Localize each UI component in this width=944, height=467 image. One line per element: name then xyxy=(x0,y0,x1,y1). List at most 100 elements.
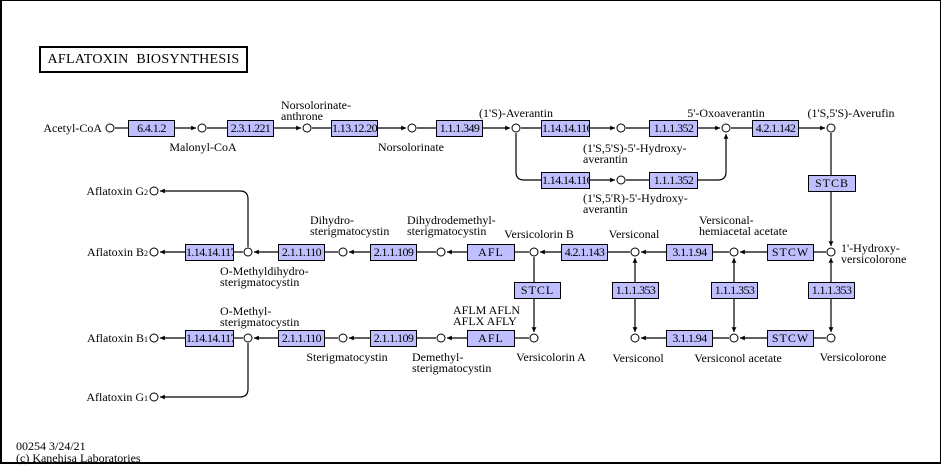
label-line: anthrone xyxy=(281,109,323,123)
label-line: averantin xyxy=(583,202,628,216)
label-line: sterigmatocystin xyxy=(220,275,300,289)
compound-node-versiconol-acetate[interactable] xyxy=(729,333,739,343)
enzyme-stcb[interactable]: STCB xyxy=(808,175,856,192)
label-text: Aflatoxin B xyxy=(87,331,144,345)
label-line: sterigmatocystin xyxy=(220,315,300,329)
enzyme-2-1-1-109[interactable]: 2.1.1.109 xyxy=(370,244,417,261)
label-line: Versiconal- xyxy=(699,213,754,227)
label-demethylsterigmatocystin: Demethyl- sterigmatocystin xyxy=(412,350,491,374)
label-subscript: 2 xyxy=(144,188,148,197)
label-o-methylsterigmatocystin: O-Methyl- sterigmatocystin xyxy=(220,304,300,329)
compound-node-versicolorone[interactable] xyxy=(826,333,836,343)
compound-node-oxoaverantin[interactable] xyxy=(721,123,731,133)
enzyme-6-4-1-2[interactable]: 6.4.1.2 xyxy=(128,120,175,137)
pathway-title: AFLATOXIN BIOSYNTHESIS xyxy=(39,46,248,73)
compound-node-versiconal[interactable] xyxy=(630,247,640,257)
compound-node-versiconol[interactable] xyxy=(630,333,640,343)
label-norsolorinate: Norsolorinate xyxy=(378,140,444,154)
enzyme-stcw[interactable]: STCW xyxy=(767,244,814,261)
enzyme-1-14-14-116[interactable]: 1.14.14.116 xyxy=(541,172,590,189)
compound-node-versiconal-hemiacetal-acetate[interactable] xyxy=(729,247,739,257)
enzyme-3-1-1-94[interactable]: 3.1.1.94 xyxy=(666,330,713,347)
enzyme-afl[interactable]: AFL xyxy=(467,244,515,261)
enzyme-1-1-1-353[interactable]: 1.1.1.353 xyxy=(612,282,659,299)
edge xyxy=(515,133,541,181)
compound-node-malonyl-coa[interactable] xyxy=(197,123,207,133)
enzyme-2-1-1-110[interactable]: 2.1.1.110 xyxy=(278,244,325,261)
label-versicolorin-a: Versicolorin A xyxy=(516,350,586,364)
enzyme-4-2-1-143[interactable]: 4.2.1.143 xyxy=(561,244,608,261)
enzyme-stcl[interactable]: STCL xyxy=(514,282,561,299)
compound-node-averufin[interactable] xyxy=(826,123,836,133)
compound-node-aflatoxin-g1[interactable] xyxy=(149,392,159,402)
label-averufin: (1'S,5'S)-Averufin xyxy=(807,106,895,120)
label-line: O-Methyl- xyxy=(220,304,272,318)
gene-line: AFLX AFLY xyxy=(453,314,517,328)
enzyme-1-14-14-116[interactable]: 1.14.14.116 xyxy=(541,120,590,137)
label-averantin: (1'S)-Averantin xyxy=(479,106,553,120)
enzyme-1-1-1-352[interactable]: 1.1.1.352 xyxy=(649,120,698,137)
enzyme-1-14-14-117[interactable]: 1.14.14.117 xyxy=(185,330,234,347)
compound-node-dihydrodemethylsterigmatocystin[interactable] xyxy=(436,247,446,257)
enzyme-1-14-14-117[interactable]: 1.14.14.117 xyxy=(185,244,234,261)
compound-node-o-methylsterigmatocystin[interactable] xyxy=(243,333,253,343)
enzyme-1-1-1-353[interactable]: 1.1.1.353 xyxy=(711,282,758,299)
label-versicolorone: Versicolorone xyxy=(819,350,887,364)
compound-node-o-methyldihydrosterigmatocystin[interactable] xyxy=(243,247,253,257)
gene-line: AFLM AFLN xyxy=(453,303,521,317)
edge xyxy=(160,343,249,400)
compound-node-averantin[interactable] xyxy=(511,123,521,133)
label-aflatoxin-b1: Aflatoxin B1 xyxy=(87,331,148,345)
compound-node-demethylsterigmatocystin[interactable] xyxy=(436,333,446,343)
label-line: 1'-Hydroxy- xyxy=(841,241,900,255)
enzyme-2-1-1-109[interactable]: 2.1.1.109 xyxy=(370,330,417,347)
compound-node-hydroxyaverantin-ss[interactable] xyxy=(616,123,626,133)
enzyme-1-13-12-20[interactable]: 1.13.12.20 xyxy=(331,120,378,137)
label-line: Dihydrodemethyl- xyxy=(407,213,496,227)
copyright: (c) Kanehisa Laboratories xyxy=(16,451,141,465)
label-text: Aflatoxin G xyxy=(86,390,144,404)
enzyme-2-1-1-110[interactable]: 2.1.1.110 xyxy=(278,330,325,347)
enzyme-1-1-1-352[interactable]: 1.1.1.352 xyxy=(649,172,698,189)
label-line: (1'S,5'R)-5'-Hydroxy- xyxy=(583,191,688,205)
compound-node-sterigmatocystin[interactable] xyxy=(338,333,348,343)
compound-node-versicolorin-b[interactable] xyxy=(529,247,539,257)
enzyme-afl[interactable]: AFL xyxy=(467,330,515,347)
compound-node-aflatoxin-b1[interactable] xyxy=(149,333,159,343)
label-dihydrosterigmatocystin: Dihydro- sterigmatocystin xyxy=(310,214,389,237)
label-hydroxyaverantin-sr: (1'S,5'R)-5'-Hydroxy- averantin xyxy=(583,191,688,216)
label-o-methyldihydrosterigmatocystin: O-Methyldihydro- sterigmatocystin xyxy=(220,264,309,289)
compound-node-aflatoxin-b2[interactable] xyxy=(149,247,159,257)
label-versiconal-hemiacetal-acetate: Versiconal- hemiacetal acetate xyxy=(699,213,788,238)
compound-node-versicolorin-a[interactable] xyxy=(529,333,539,343)
label-line: O-Methyldihydro- xyxy=(220,264,309,278)
label-versicolorin-b: Versicolorin B xyxy=(504,227,574,241)
label-subscript: 1 xyxy=(144,394,148,403)
label-oxoaverantin: 5'-Oxoaverantin xyxy=(687,106,765,120)
compound-node-hydroxyversicolorone[interactable] xyxy=(826,247,836,257)
map-id-date: 00254 3/24/21 xyxy=(16,439,86,453)
label-versiconol-acetate: Versiconol acetate xyxy=(694,351,782,365)
enzyme-1-1-1-353[interactable]: 1.1.1.353 xyxy=(808,282,855,299)
enzyme-4-2-1-142[interactable]: 4.2.1.142 xyxy=(752,120,799,137)
label-line: Demethyl- xyxy=(412,350,464,364)
compound-node-acetyl-coa[interactable] xyxy=(105,123,115,133)
label-line: averantin xyxy=(583,152,628,166)
enzyme-2-3-1-221[interactable]: 2.3.1.221 xyxy=(227,120,274,137)
edge xyxy=(697,134,729,181)
label-line: Norsolorinate- xyxy=(281,98,351,112)
enzyme-3-1-1-94[interactable]: 3.1.1.94 xyxy=(666,244,713,261)
enzyme-1-1-1-349[interactable]: 1.1.1.349 xyxy=(436,120,483,137)
compound-node-dihydrosterigmatocystin[interactable] xyxy=(338,247,348,257)
afl-gene-list: AFLM AFLN AFLX AFLY xyxy=(453,303,521,328)
label-line: hemiacetal acetate xyxy=(699,224,788,238)
label-line: (1'S,5'S)-5'-Hydroxy- xyxy=(583,141,687,155)
enzyme-stcw[interactable]: STCW xyxy=(767,330,814,347)
compound-node-norsolorinate-anthrone[interactable] xyxy=(302,123,312,133)
compound-node-hydroxyaverantin-sr[interactable] xyxy=(616,175,626,185)
compound-node-aflatoxin-g2[interactable] xyxy=(149,186,159,196)
label-aflatoxin-b2: Aflatoxin B2 xyxy=(87,246,148,259)
label-aflatoxin-g2: Aflatoxin G2 xyxy=(86,185,148,198)
compound-node-norsolorinate[interactable] xyxy=(407,123,417,133)
